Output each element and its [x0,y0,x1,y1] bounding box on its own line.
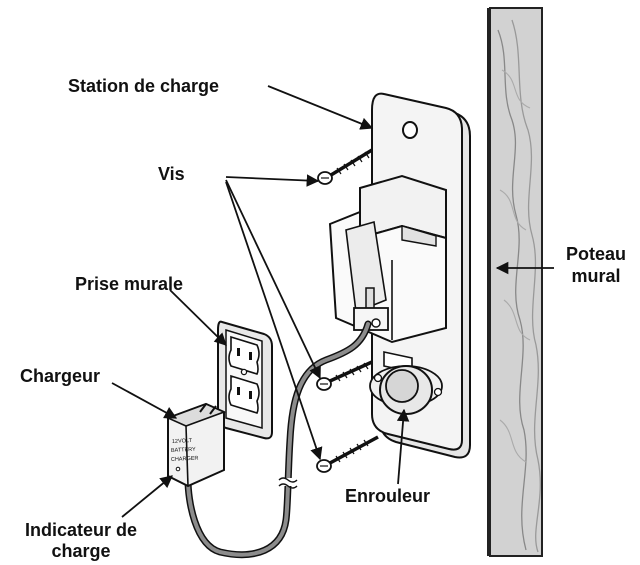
adapter-text-line3: CHARGER [171,456,199,463]
screw-middle [316,360,373,391]
label-post-line1: Poteau [565,244,626,264]
arrow-station [267,85,374,130]
arrow-reel [396,408,410,485]
arrow-screw-bottom [225,181,323,461]
screw-top [317,148,373,185]
arrow-indicator [121,475,173,518]
label-screws: Vis [158,164,185,184]
adapter-text-line1: 12VOLT [172,438,193,445]
wall-outlet [217,320,273,440]
arrow-screw-middle [225,179,321,380]
cord-reel [369,365,443,415]
label-charger: Chargeur [20,366,101,386]
leader-arrows [111,85,554,518]
screw-bottom [316,435,379,473]
adapter-text-line2: BATTERY [171,447,196,454]
wall-post [487,7,543,557]
label-indicator-line2: charge [51,541,111,561]
cord-break-mark [278,477,298,489]
label-outlet: Prise murale [75,274,184,294]
arrow-outlet [169,289,227,346]
arrow-charger [111,382,178,419]
arrow-screw-top [225,174,320,187]
charging-station [328,92,471,459]
label-post-line2: mural [571,266,621,286]
label-station: Station de charge [68,76,220,96]
label-indicator-line1: Indicateur de [24,520,138,540]
label-reel: Enrouleur [345,486,431,506]
charger-adapter: 12VOLT BATTERY CHARGER [165,402,227,488]
